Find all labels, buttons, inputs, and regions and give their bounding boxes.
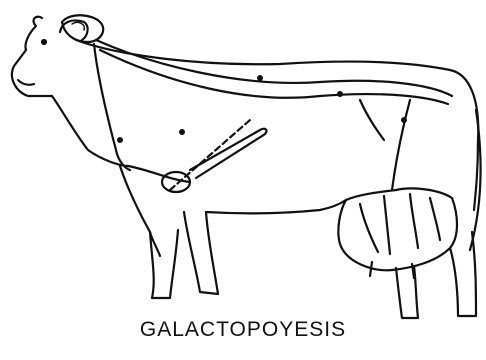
- signal-marker: [179, 129, 185, 135]
- signal-marker: [117, 137, 123, 143]
- signal-marker: [257, 75, 263, 81]
- signal-marker: [401, 117, 407, 123]
- signal-marker: [337, 91, 343, 97]
- pathway-to-udder: [392, 100, 410, 190]
- cow-chest: [120, 166, 160, 256]
- cow-tail: [470, 110, 481, 250]
- cow-belly: [206, 200, 346, 213]
- figure-caption: GALACTOPOYESIS: [0, 318, 486, 342]
- cow-front-leg-right: [184, 212, 218, 294]
- brain-organ: [62, 15, 103, 42]
- cow-eye: [42, 40, 46, 44]
- nerve-pathway-vagal: [94, 44, 130, 170]
- cow-hind-leg-left: [396, 266, 418, 318]
- cow-udder: [338, 188, 457, 270]
- cow-front-leg-left: [150, 230, 178, 298]
- nerve-pathway-spinal: [96, 40, 452, 96]
